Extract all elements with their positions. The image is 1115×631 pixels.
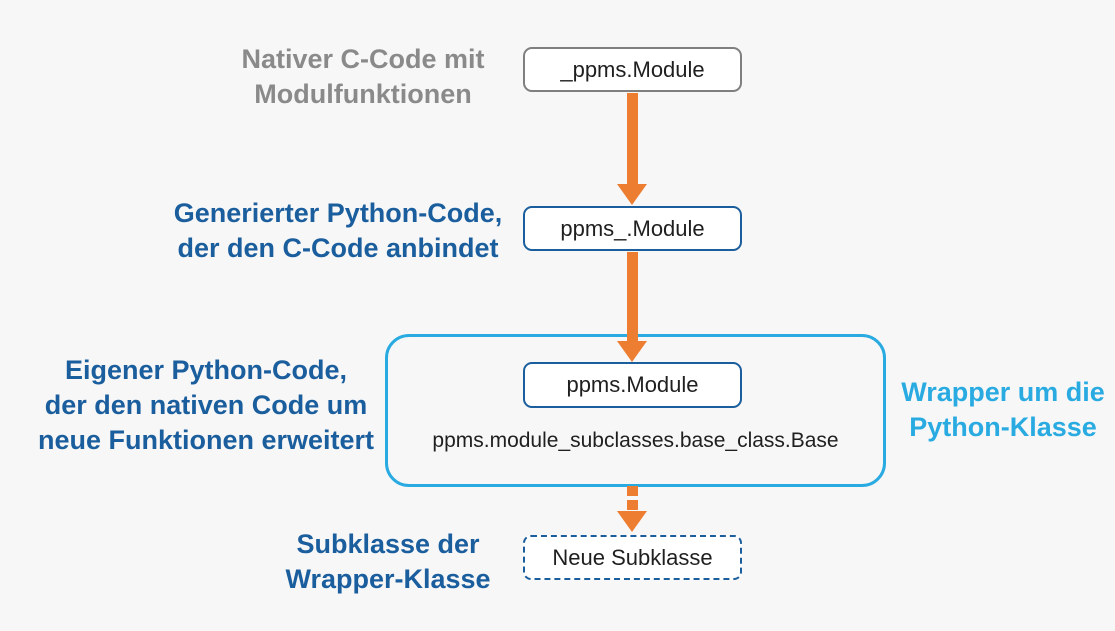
arrow-head [617, 184, 647, 205]
arrow-shaft [627, 252, 638, 341]
arrow-shaft [627, 93, 638, 184]
annotation-line: Modulfunktionen [254, 79, 472, 109]
arrow-head [617, 511, 647, 532]
base-class-path-text: ppms.module_subclasses.base_class.Base [432, 429, 839, 452]
annotation-generated-code: Generierter Python-Code, der den C-Code … [168, 196, 508, 266]
annotation-line: Wrapper-Klasse [285, 564, 491, 594]
node-label: ppms_.Module [560, 215, 705, 241]
node-generated-module: ppms_.Module [523, 206, 742, 251]
annotation-line: Subklasse der [296, 529, 480, 559]
annotation-line: Python-Klasse [909, 412, 1097, 442]
annotation-line: Generierter Python-Code, [173, 198, 503, 228]
annotation-subclass: Subklasse der Wrapper-Klasse [258, 527, 518, 597]
annotation-line: Wrapper um die [901, 377, 1105, 407]
annotation-line: neue Funktionen erweitert [37, 425, 375, 455]
arrow-head [617, 341, 647, 362]
arrow-shaft-dashed [627, 486, 638, 511]
node-wrapper-module: ppms.Module [523, 362, 742, 408]
annotation-line: Eigener Python-Code, [64, 355, 348, 385]
node-native-module: _ppms.Module [523, 47, 742, 92]
annotation-own-python-code: Eigener Python-Code, der den nativen Cod… [26, 353, 386, 458]
node-label: _ppms.Module [560, 56, 705, 82]
annotation-line: der den C-Code anbindet [177, 233, 499, 263]
annotation-native-c-code: Nativer C-Code mit Modulfunktionen [213, 42, 513, 112]
node-label: ppms.Module [566, 372, 699, 397]
node-new-subclass: Neue Subklasse [523, 535, 742, 580]
annotation-wrapper-class: Wrapper um die Python-Klasse [893, 375, 1113, 445]
node-label: Neue Subklasse [552, 544, 713, 570]
annotation-line: Nativer C-Code mit [241, 44, 485, 74]
annotation-line: der den nativen Code um [44, 390, 368, 420]
